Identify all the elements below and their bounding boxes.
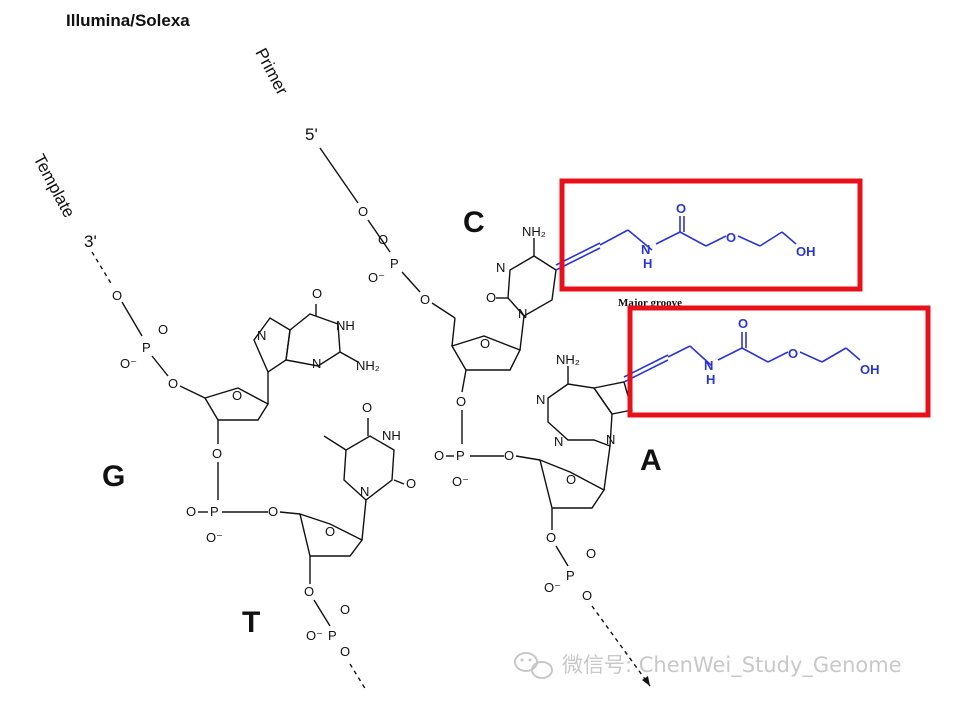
atom-n: N xyxy=(606,432,615,447)
atom-o: O xyxy=(456,394,466,409)
atom-n: N xyxy=(554,434,563,449)
t-sugar: O O P O O⁻ O xyxy=(299,499,367,691)
atom-o: O xyxy=(788,346,798,361)
highlight-box-a xyxy=(627,305,931,418)
g-phosphate: O P O⁻ O xyxy=(186,504,301,545)
atom-o: O xyxy=(586,546,596,561)
base-label-t: T xyxy=(242,606,260,639)
adenine-base: N N N NH₂ xyxy=(536,352,669,449)
primer-label: Primer xyxy=(251,45,291,98)
atom-o: O xyxy=(420,292,430,307)
atom-h: H xyxy=(706,372,715,387)
atom-o-minus: O⁻ xyxy=(544,580,561,595)
thymine-base: N NH O O xyxy=(323,400,416,501)
atom-o: O xyxy=(304,584,314,599)
atom-o: O xyxy=(378,232,388,247)
atom-o: O xyxy=(186,504,196,519)
atom-o: O xyxy=(434,448,444,463)
atom-o: O xyxy=(726,230,736,245)
atom-n: N xyxy=(360,484,369,499)
atom-h: H xyxy=(643,256,652,271)
atom-oh: OH xyxy=(796,244,816,259)
a-sugar: O O P O O⁻ O xyxy=(538,445,651,687)
atom-n: N xyxy=(257,328,266,343)
atom-o: O xyxy=(738,316,748,331)
atom-nh2: NH₂ xyxy=(356,358,380,373)
atom-o: O xyxy=(325,524,335,539)
primer-5-prime: 5' xyxy=(305,125,318,144)
template-label: Template xyxy=(29,151,78,221)
wechat-icon xyxy=(514,652,553,679)
atom-n: N xyxy=(536,392,545,407)
atom-o-minus: O⁻ xyxy=(368,270,385,285)
primer-backbone: O P O O⁻ O xyxy=(319,147,456,347)
atom-o: O xyxy=(212,446,222,461)
atom-o: O xyxy=(312,286,322,301)
cytosine-base: N N O NH₂ xyxy=(486,224,601,321)
atom-o: O xyxy=(676,201,686,216)
atom-o: O xyxy=(504,448,514,463)
atom-n: N xyxy=(496,260,505,275)
atom-n: N xyxy=(312,356,321,371)
atom-o: O xyxy=(546,530,556,545)
atom-p: P xyxy=(210,504,219,519)
atom-o: O xyxy=(486,290,496,305)
watermark: 微信号: ChenWei_Study_Genome xyxy=(514,652,902,679)
linker-c: H N O O OH xyxy=(599,201,816,271)
atom-o: O xyxy=(340,644,350,659)
atom-o: O xyxy=(362,400,372,415)
atom-o-minus: O⁻ xyxy=(306,628,323,643)
template-backbone: O P O O⁻ O xyxy=(91,251,206,399)
c-phosphate: O P O⁻ O xyxy=(434,448,541,489)
atom-n: N xyxy=(704,358,713,373)
atom-o: O xyxy=(158,322,168,337)
atom-n: N xyxy=(641,242,650,257)
atom-o: O xyxy=(358,204,368,219)
atom-o: O xyxy=(566,472,576,487)
atom-o: O xyxy=(268,504,278,519)
atom-o: O xyxy=(112,288,122,303)
atom-nh: NH xyxy=(336,318,355,333)
c-sugar: O O xyxy=(450,315,525,444)
atom-nh2: NH₂ xyxy=(522,224,546,239)
atom-o: O xyxy=(582,588,592,603)
diagram-title: Illumina/Solexa xyxy=(66,11,190,30)
atom-p: P xyxy=(456,448,465,463)
atom-nh: NH xyxy=(382,428,401,443)
template-3-prime: 3' xyxy=(84,232,97,251)
atom-o: O xyxy=(480,336,490,351)
watermark-text: 微信号: ChenWei_Study_Genome xyxy=(562,653,902,678)
atom-o: O xyxy=(406,476,416,491)
base-label-g: G xyxy=(102,460,125,493)
highlight-box-c xyxy=(559,178,863,292)
atom-o-minus: O⁻ xyxy=(452,474,469,489)
atom-p: P xyxy=(142,340,151,355)
atom-n: N xyxy=(518,306,527,321)
atom-oh: OH xyxy=(860,362,880,377)
base-label-a: A xyxy=(640,444,662,477)
atom-p: P xyxy=(328,628,337,643)
atom-o-minus: O⁻ xyxy=(206,530,223,545)
atom-o: O xyxy=(340,602,350,617)
linker-a: H N O O OH xyxy=(667,316,880,387)
atom-nh2: NH₂ xyxy=(556,352,580,367)
g-sugar: O O xyxy=(203,372,269,500)
guanine-base: N N NH O NH₂ xyxy=(253,286,380,374)
base-label-c: C xyxy=(463,206,485,239)
atom-p: P xyxy=(390,256,399,271)
atom-o: O xyxy=(168,376,178,391)
atom-o: O xyxy=(232,388,242,403)
atom-p: P xyxy=(566,568,575,583)
atom-o-minus: O⁻ xyxy=(120,356,137,371)
